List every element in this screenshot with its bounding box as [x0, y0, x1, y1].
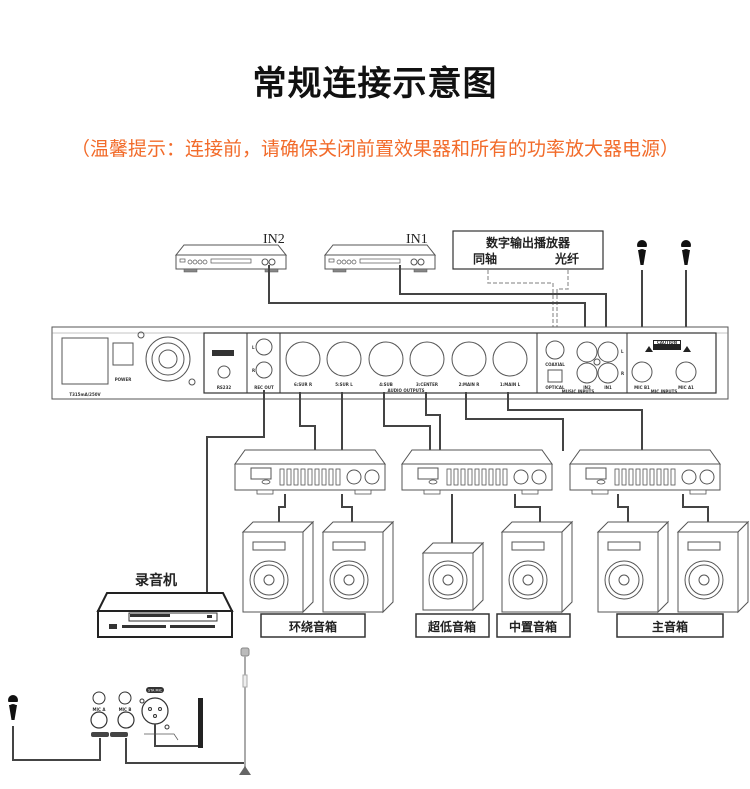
in2-port-label: IN2 — [583, 385, 591, 390]
center-speaker-label: 中置音箱 — [509, 619, 557, 634]
output-4-label: 4:SUB — [379, 382, 393, 387]
output-6-label: 6:SUR R — [294, 382, 312, 387]
caution-label: CAUTION — [657, 340, 677, 345]
in2-label: IN2 — [263, 232, 285, 247]
mic-b-label: MIC B — [119, 707, 132, 712]
amplifier-main — [569, 449, 721, 495]
subwoofer — [421, 541, 485, 612]
digital-cables — [487, 270, 569, 372]
speaker-surround-left — [242, 521, 314, 613]
in1-port-label: IN1 — [604, 385, 612, 390]
speaker-main-left — [597, 521, 669, 613]
output-5-label: 5:SUR L — [335, 382, 353, 387]
svg-text:R: R — [252, 368, 255, 373]
output-cables — [206, 390, 643, 600]
digital-player-title: 数字输出播放器 — [486, 235, 571, 250]
mic-a-label: MIC A — [93, 707, 107, 712]
speaker-surround-right — [322, 521, 394, 613]
mic-inputs-label: MIC INPUTS — [651, 389, 678, 394]
dvd-player-in1 — [324, 244, 436, 273]
digital-output-player: 数字输出播放器 同轴 光纤 — [452, 230, 604, 270]
surround-speakers-label: 环绕音箱 — [289, 619, 337, 634]
subwoofer-label: 超低音箱 — [427, 619, 476, 634]
stand-mic-icon — [239, 647, 251, 775]
processor-rear-panel: T315mA/250V POWER RS232 L R REC OUT 6:SU — [51, 326, 729, 400]
fan-icon — [137, 331, 196, 386]
rs232-label: RS232 — [217, 385, 232, 390]
optical-port-label: OPTICAL — [545, 385, 565, 390]
audio-outputs-label: AUDIO OUTPUTS — [388, 388, 425, 393]
svg-text:R: R — [621, 371, 624, 376]
rec-out-label: REC OUT — [254, 385, 274, 390]
mic-b1-icon — [637, 240, 647, 265]
fuse-label: T315mA/250V — [69, 392, 101, 397]
in1-label: IN1 — [406, 232, 428, 247]
output-3-label: 3:CENTER — [416, 382, 438, 387]
optical-label: 光纤 — [554, 251, 579, 266]
mic-a1-label: MIC A1 — [678, 385, 694, 390]
coaxial-port-label: COAXIAL — [545, 362, 565, 367]
recorder — [96, 592, 234, 638]
amplifier-surround — [234, 449, 386, 495]
coaxial-label: 同轴 — [473, 251, 497, 266]
speaker-main-right — [677, 521, 749, 613]
speaker-center — [501, 521, 573, 613]
power-switch[interactable] — [112, 342, 134, 366]
svg-text:L: L — [621, 349, 624, 354]
output-2-label: 2:MAIN R — [459, 382, 480, 387]
svg-text:L: L — [252, 345, 255, 350]
safety-notice: （温馨提示：连接前，请确保关闭前置效果器和所有的功率放大器电源） — [70, 138, 679, 160]
handheld-mic-icon — [8, 695, 18, 720]
main-speakers-label: 主音箱 — [652, 619, 688, 634]
recorder-label: 录音机 — [135, 572, 177, 589]
power-label: POWER — [115, 377, 132, 382]
mic-a1-icon — [681, 240, 691, 265]
page-title: 常规连接示意图 — [252, 64, 498, 104]
mic-b1-label: MIC B1 — [634, 385, 650, 390]
stand-mic-label: STA MIC — [148, 689, 163, 693]
output-1-label: 1:MAIN L — [500, 382, 521, 387]
music-inputs-label: MUSIC INPUTS — [562, 389, 595, 394]
bottom-mic-panel: MIC A MIC B STA MIC — [8, 647, 251, 775]
amplifier-center-sub — [401, 449, 553, 495]
